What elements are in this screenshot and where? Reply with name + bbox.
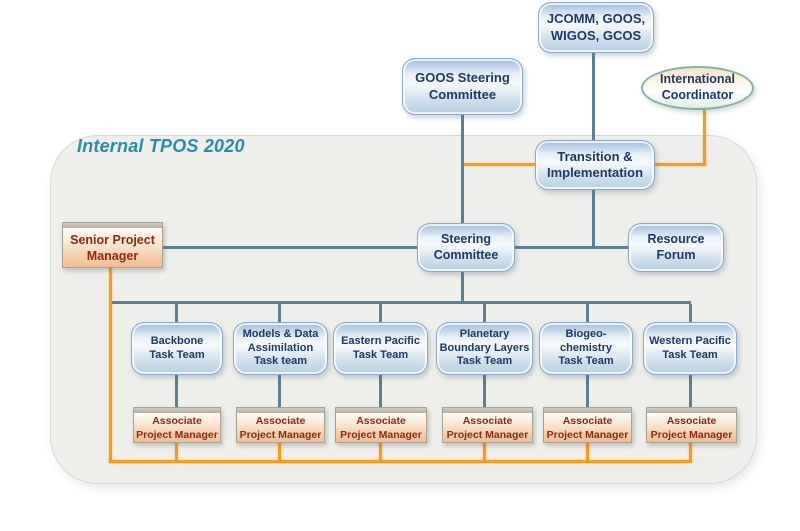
node-task-team-eastern-pacific: Eastern Pacific Task Team — [333, 322, 428, 375]
node-senior-project-manager: Senior Project Manager — [62, 222, 163, 268]
node-associate-pm-biogeo: Associate Project Manager — [543, 407, 632, 443]
connector-steering-resource — [514, 246, 629, 249]
connector-drop-backbone — [175, 304, 178, 323]
connector-drop-western — [689, 304, 692, 323]
connector-planetary-apm — [483, 374, 486, 408]
node-associate-pm-eastern: Associate Project Manager — [335, 407, 427, 443]
node-task-team-biogeochemistry: Biogeo- chemistry Task Team — [539, 322, 633, 375]
node-task-team-western-pacific: Western Pacific Task Team — [643, 322, 737, 375]
frame-title: Internal TPOS 2020 — [77, 136, 245, 156]
connector-orange-bottom-bus — [109, 460, 692, 463]
connector-orange-spm-down — [109, 268, 112, 463]
connector-western-apm — [689, 374, 692, 408]
connector-orange-apm4 — [483, 441, 486, 461]
connector-drop-eastern — [379, 304, 382, 323]
connector-orange-apm1 — [175, 441, 178, 461]
connector-orange-transition-left — [464, 163, 535, 166]
node-resource-forum: Resource Forum — [628, 223, 724, 272]
connector-backbone-apm — [175, 374, 178, 408]
connector-orange-apm5 — [586, 441, 589, 461]
node-associate-pm-models: Associate Project Manager — [236, 407, 325, 443]
node-associate-pm-western: Associate Project Manager — [646, 407, 737, 443]
connector-jcomm-transition — [592, 53, 595, 141]
node-task-team-planetary-boundary-layers: Planetary Boundary Layers Task Team — [436, 322, 533, 375]
connector-models-apm — [278, 374, 281, 408]
node-goos-steering-committee: GOOS Steering Committee — [402, 58, 523, 115]
node-associate-pm-backbone: Associate Project Manager — [133, 407, 221, 443]
connector-spm-steering — [162, 246, 418, 249]
connector-goos-steering — [461, 115, 464, 224]
connector-drop-biogeo — [586, 304, 589, 323]
node-jcomm-goos-wigos-gcos: JCOMM, GOOS, WIGOS, GCOS — [538, 2, 654, 53]
connector-eastern-apm — [379, 374, 382, 408]
node-task-team-models-data-assimilation: Models & Data Assimilation Task team — [233, 322, 328, 375]
connector-steering-bus — [461, 272, 464, 304]
connector-orange-intlcoord — [703, 109, 706, 166]
node-steering-committee: Steering Committee — [417, 223, 515, 272]
connector-biogeo-apm — [586, 374, 589, 408]
node-international-coordinator: International Coordinator — [641, 66, 754, 110]
connector-orange-apm2 — [278, 441, 281, 461]
connector-transition-down — [592, 190, 595, 249]
node-transition-implementation: Transition & Implementation — [535, 140, 655, 190]
connector-orange-apm3 — [379, 441, 382, 461]
node-associate-pm-planetary: Associate Project Manager — [442, 407, 533, 443]
connector-orange-apm6 — [689, 441, 692, 461]
connector-drop-planetary — [483, 304, 486, 323]
connector-task-bus — [110, 301, 691, 304]
connector-drop-models — [278, 304, 281, 323]
node-task-team-backbone: Backbone Task Team — [131, 322, 223, 375]
connector-orange-transition-right — [655, 163, 706, 166]
